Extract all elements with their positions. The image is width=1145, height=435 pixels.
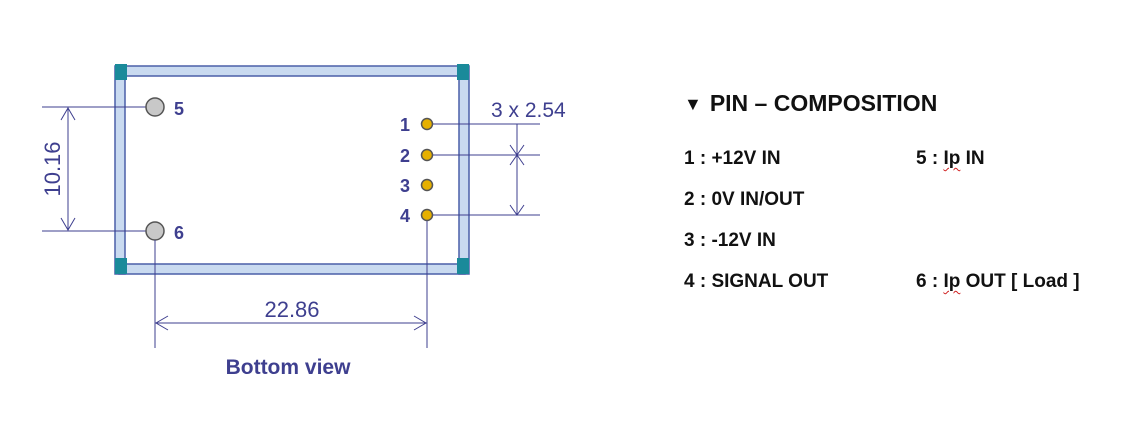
pin-entry-6-word: Ip (943, 271, 961, 292)
frame-bottom-bar (118, 263, 466, 275)
pin-composition-title-text: PIN – COMPOSITION (709, 90, 938, 116)
dim-width-arrow-right (413, 315, 427, 331)
dim-height-label: 10.16 (40, 141, 65, 196)
corner-bottom-left (115, 258, 127, 274)
pin-1 (420, 117, 434, 131)
pin-composition-title: ▼ PIN – COMPOSITION (684, 90, 937, 117)
frame-left-bar (114, 65, 126, 275)
pin-entry-2: 2 : 0V IN/OUT (684, 189, 804, 211)
corner-top-right (457, 64, 469, 80)
dim-width-label: 22.86 (264, 297, 319, 322)
pin-3 (420, 178, 434, 192)
pin-entry-5-text: IN (960, 148, 985, 169)
pin-entry-5-prefix: 5 : (916, 148, 944, 169)
triangle-down-icon: ▼ (684, 94, 702, 114)
pin-3-label: 3 (400, 176, 410, 196)
pin-entry-2-prefix: 2 : (684, 189, 712, 210)
pin-5-label: 5 (174, 99, 184, 119)
dim-height-arrow-top (60, 107, 76, 121)
dim-height-arrow-bottom (60, 217, 76, 231)
frame-top-bar (118, 65, 466, 77)
pin-entry-4-prefix: 4 : (684, 271, 712, 292)
pin-entry-6-prefix: 6 : (916, 271, 944, 292)
pin-entry-1: 1 : +12V IN (684, 148, 781, 170)
pin-entry-6: 6 : Ip OUT [ Load ] (916, 271, 1080, 293)
pin-6 (145, 221, 165, 241)
corner-top-left (115, 64, 127, 80)
pin-entry-4-text: SIGNAL OUT (711, 271, 829, 292)
pin-entry-5: 5 : Ip IN (916, 148, 985, 170)
dim-pitch-arrow-b (509, 154, 525, 166)
pin-entry-4: 4 : SIGNAL OUT (684, 271, 828, 293)
pin-entry-1-text: +12V IN (711, 148, 781, 169)
pin-6-label: 6 (174, 223, 184, 243)
dim-pitch-arrow-c (509, 204, 525, 216)
pin-entry-3-text: -12V IN (711, 230, 776, 251)
dim-width-arrow-left (155, 315, 169, 331)
frame-right-bar (458, 65, 470, 275)
pin-2 (420, 148, 434, 162)
pin-4 (420, 208, 434, 222)
pin-5 (145, 97, 165, 117)
pin-1-label: 1 (400, 115, 410, 135)
pin-entry-5-word: Ip (943, 148, 961, 169)
pin-entry-2-text: 0V IN/OUT (711, 189, 805, 210)
corner-bottom-right (457, 258, 469, 274)
dim-pitch-label: 3 x 2.54 (491, 99, 566, 122)
pin-entry-3: 3 : -12V IN (684, 230, 776, 252)
pin-entry-3-prefix: 3 : (684, 230, 712, 251)
module-bottom-view-diagram: 10.16 5 6 1 2 3 4 3 x 2.54 22.86 Bottom … (40, 64, 566, 379)
pin-entry-6-text: OUT [ Load ] (960, 271, 1080, 292)
pin-4-label: 4 (400, 206, 410, 226)
pin-entry-1-prefix: 1 : (684, 148, 712, 169)
view-caption: Bottom view (226, 356, 352, 379)
pin-2-label: 2 (400, 146, 410, 166)
